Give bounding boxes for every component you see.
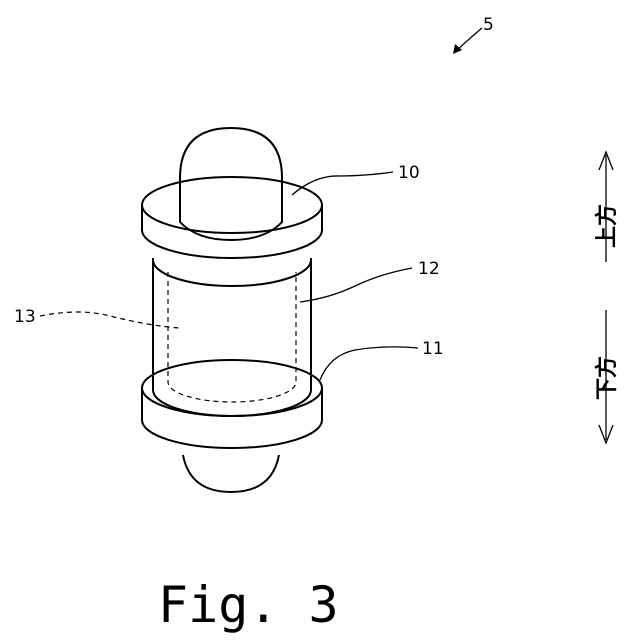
direction-up-label: 上方	[594, 204, 620, 248]
leader-12	[300, 268, 412, 302]
top-dome	[180, 128, 282, 240]
direction-indicator: 上方 下方	[594, 152, 620, 443]
lower-flange	[142, 360, 322, 448]
upper-flange	[142, 177, 322, 258]
reference-5-label: 5	[483, 15, 494, 35]
leader-13	[40, 312, 180, 328]
body-cylinder	[153, 258, 311, 416]
leader-11	[320, 347, 418, 380]
inner-dashed-part	[168, 272, 296, 402]
part-label-13: 13	[14, 307, 36, 327]
part-label-10: 10	[398, 163, 420, 183]
leader-10	[292, 172, 393, 195]
reference-5: 5	[453, 15, 494, 54]
part-label-12: 12	[418, 259, 440, 279]
part-label-11: 11	[422, 339, 444, 359]
reference-5-arrowhead	[453, 44, 462, 54]
direction-down-label: 下方	[594, 356, 620, 400]
bottom-dome	[183, 455, 279, 492]
figure-caption: Fig. 3	[158, 576, 339, 634]
